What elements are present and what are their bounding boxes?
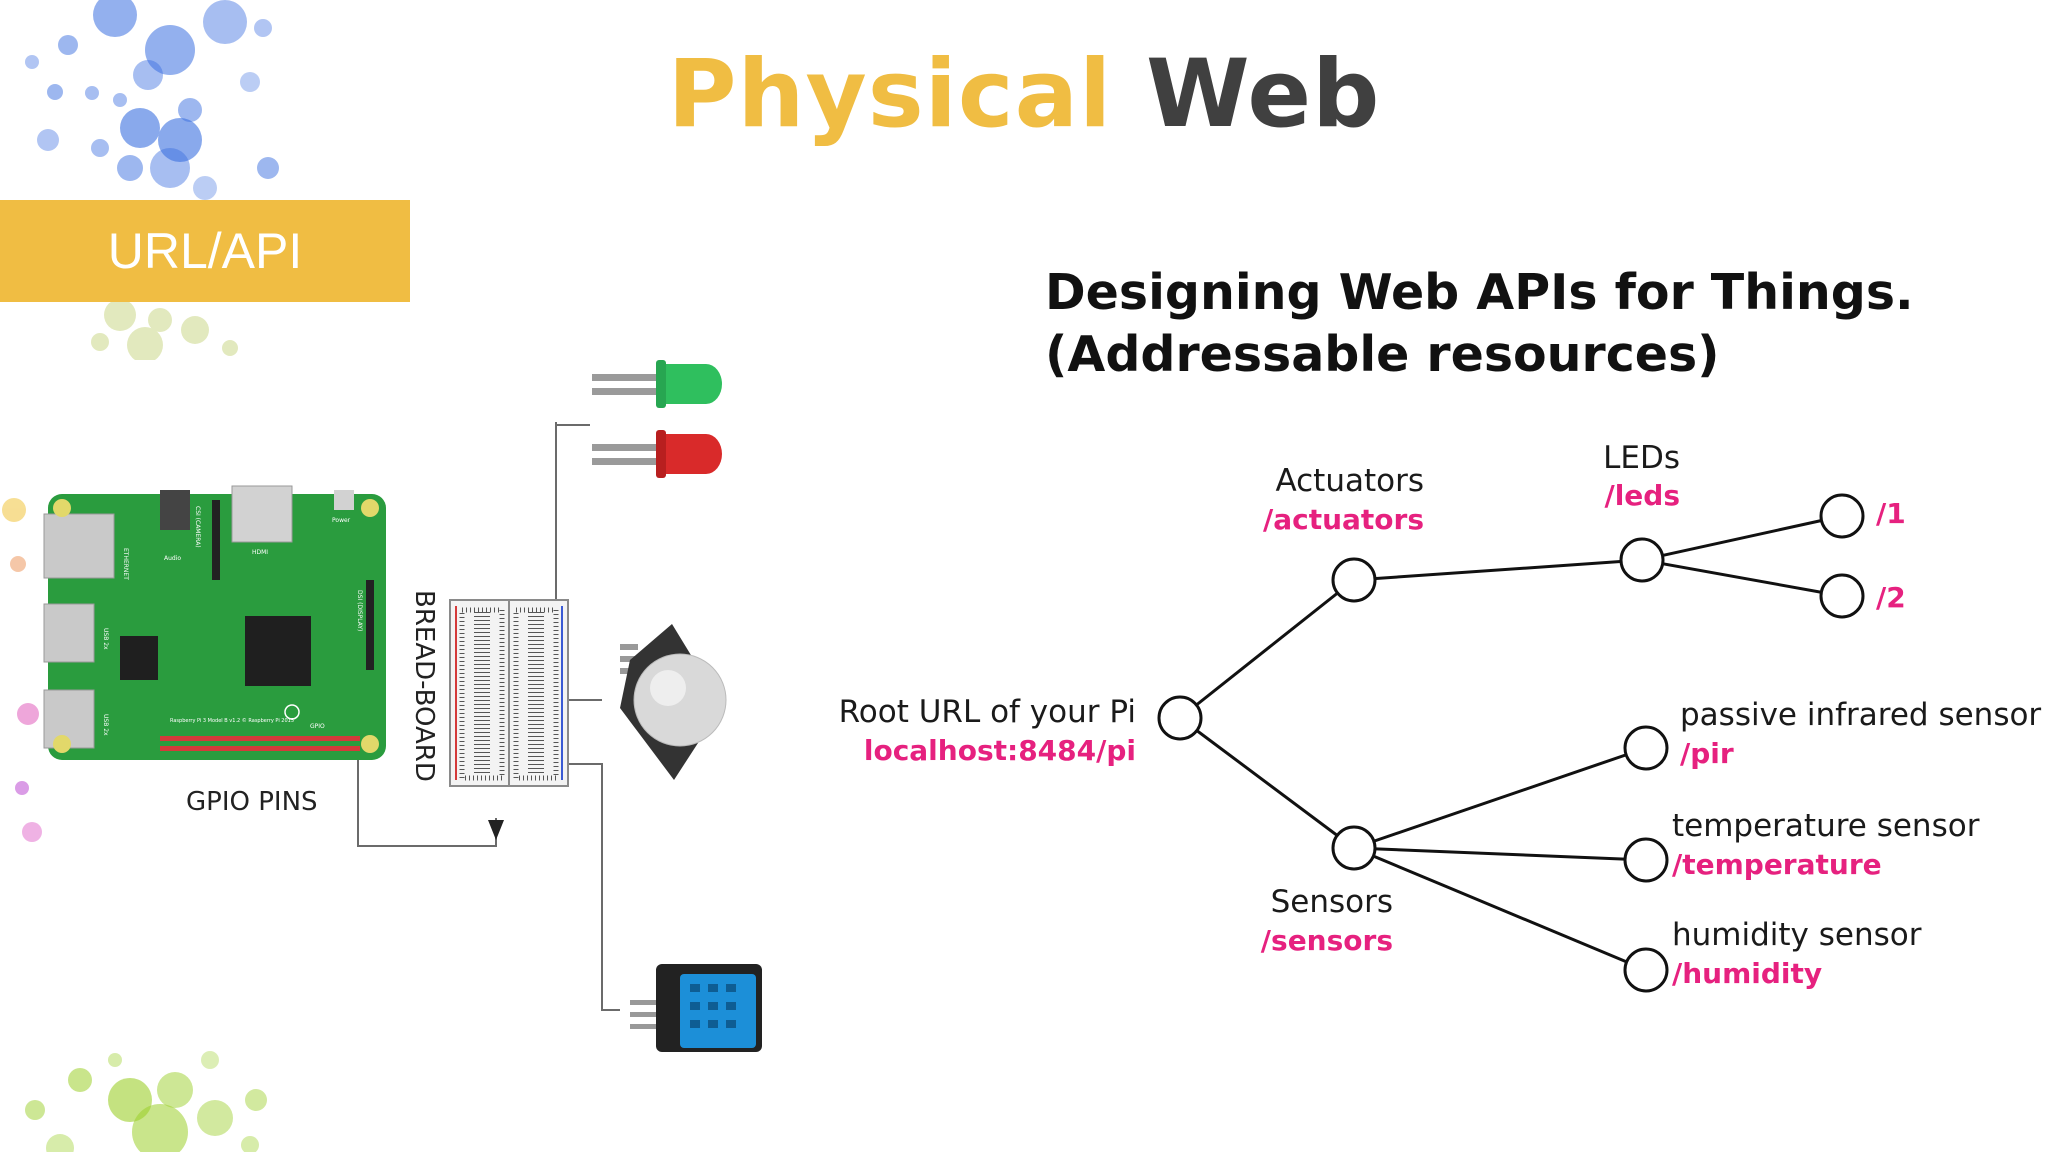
title-part-physical: Physical — [667, 40, 1113, 149]
dht-sensor-icon — [630, 964, 762, 1052]
edge-leds-2 — [1641, 558, 1843, 598]
board-label-ethernet: ETHERNET — [122, 548, 129, 580]
edge-sensors-humidity — [1353, 846, 1647, 972]
raspberry-logo-icon — [284, 704, 300, 720]
title-part-web: Web — [1146, 40, 1381, 149]
gpio-pins-label: GPIO PINS — [186, 787, 318, 817]
bokeh-dots-green — [25, 1051, 267, 1152]
humidity-path: /humidity — [1672, 957, 1822, 990]
subtitle-line-1: Designing Web APIs for Things. — [1045, 264, 1914, 321]
node-actuators — [1331, 557, 1377, 603]
bokeh-dots-blue — [25, 0, 279, 200]
board-label-hdmi: HDMI — [252, 549, 268, 556]
node-sensors — [1331, 825, 1377, 871]
board-label-audio: Audio — [164, 555, 181, 562]
node-leds — [1619, 537, 1665, 583]
sensors-name: Sensors — [1271, 884, 1393, 920]
breadboard-label: BREAD-BOARD — [409, 590, 439, 782]
board-label-display: DSI (DISPLAY) — [356, 590, 363, 631]
board-label-gpio: GPIO — [310, 723, 325, 730]
section-tab: URL/API — [0, 200, 410, 302]
leds-name: LEDs — [1603, 440, 1680, 476]
sensors-path: /sensors — [1261, 924, 1393, 957]
bokeh-dots-side — [2, 498, 42, 842]
subtitle: Designing Web APIs for Things. (Addressa… — [1045, 262, 1914, 386]
slide-title: Physical Web — [0, 40, 2048, 149]
actuators-path: /actuators — [1263, 503, 1424, 536]
humidity-name: humidity sensor — [1672, 917, 1922, 953]
hardware-diagram: ETHERNET USB 2x USB 2x Audio HDMI Power … — [43, 360, 762, 1052]
breadboard-icon — [449, 599, 569, 787]
edge-leds-1 — [1641, 514, 1843, 562]
edge-sensors-pir — [1353, 746, 1647, 850]
node-temperature — [1623, 837, 1669, 883]
pir-name: passive infrared sensor — [1680, 697, 2041, 733]
pir-sensor-icon — [620, 624, 727, 780]
edge-root-sensors — [1179, 716, 1355, 850]
section-tab-label: URL/API — [107, 223, 303, 279]
arrow-down-icon — [488, 820, 504, 840]
temperature-name: temperature sensor — [1672, 808, 1980, 844]
root-path: localhost:8484/pi — [864, 734, 1136, 767]
board-label-usb-2: USB 2x — [102, 714, 109, 736]
node-humidity — [1623, 947, 1669, 993]
node-led-1 — [1819, 493, 1865, 539]
bokeh-dots-faded — [91, 299, 238, 360]
edge-sensors-temperature — [1353, 846, 1647, 862]
red-led-icon — [592, 430, 722, 478]
board-label-copyright: Raspberry Pi 3 Model B v1.2 © Raspberry … — [170, 717, 294, 724]
leds-path: /leds — [1604, 479, 1680, 512]
node-pir — [1623, 725, 1669, 771]
raspberry-pi-board-icon: ETHERNET USB 2x USB 2x Audio HDMI Power … — [43, 485, 386, 760]
board-label-usb-1: USB 2x — [102, 628, 109, 650]
board-label-camera: CSI (CAMERA) — [194, 506, 201, 548]
root-name: Root URL of your Pi — [839, 694, 1136, 730]
wire-to-dht — [566, 763, 620, 1011]
green-led-icon — [592, 360, 722, 408]
actuators-name: Actuators — [1275, 463, 1424, 499]
subtitle-line-2: (Addressable resources) — [1045, 326, 1720, 383]
temperature-path: /temperature — [1672, 848, 1882, 881]
pir-path: /pir — [1680, 737, 1734, 770]
edge-actuators-leds — [1353, 558, 1643, 582]
node-root — [1157, 695, 1203, 741]
edge-root-actuators — [1179, 578, 1355, 720]
led-2-path: /2 — [1876, 581, 1906, 614]
board-label-power: Power — [332, 517, 351, 524]
led-1-path: /1 — [1876, 497, 1906, 530]
node-led-2 — [1819, 573, 1865, 619]
